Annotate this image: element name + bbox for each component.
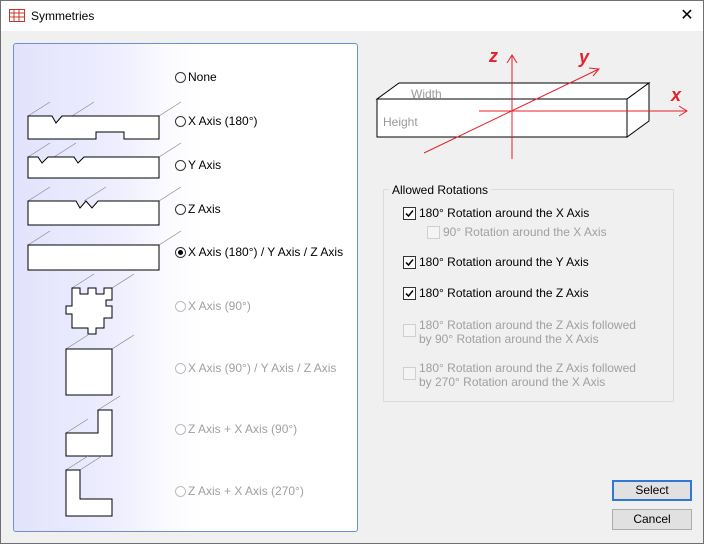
checkbox-box: [403, 324, 416, 337]
checkbox-label: 90° Rotation around the X Axis: [443, 225, 607, 239]
z-x-90-illustration: [65, 395, 121, 457]
radio-x-axis-90[interactable]: X Axis (90°): [175, 299, 251, 313]
x-axis-90-illustration: [65, 273, 135, 335]
cancel-button[interactable]: Cancel: [612, 509, 692, 530]
radio-label: X Axis (180°): [188, 114, 258, 128]
checkbox-label: 180° Rotation around the Z Axis followed…: [419, 318, 636, 346]
radio-x-axis-180[interactable]: X Axis (180°): [175, 114, 258, 128]
box-front: [376, 98, 628, 138]
x-axis-90-yz-illustration: [65, 334, 135, 396]
z-arrow-icon: [506, 54, 518, 64]
radio-none[interactable]: None: [175, 70, 217, 84]
checkbox-label: 180° Rotation around the Y Axis: [419, 255, 589, 269]
cb-90-x[interactable]: 90° Rotation around the X Axis: [427, 225, 607, 239]
window-title: Symmetries: [31, 9, 95, 23]
checkbox-label: 180° Rotation around the Z Axis: [419, 286, 589, 300]
all-axes-illustration: [27, 230, 182, 271]
checkbox-label: 180° Rotation around the Z Axis followed…: [419, 361, 636, 389]
checkbox-box: [403, 287, 416, 300]
z-x-270-illustration: [65, 455, 113, 517]
radio-z-x-90[interactable]: Z Axis + X Axis (90°): [175, 422, 297, 436]
radio-indicator: [175, 203, 186, 215]
cb-180-z-270-x[interactable]: 180° Rotation around the Z Axis followed…: [403, 361, 643, 389]
radio-indicator: [175, 115, 186, 127]
checkbox-box: [427, 226, 440, 239]
radio-indicator: [175, 71, 186, 83]
radio-z-x-270[interactable]: Z Axis + X Axis (270°): [175, 484, 304, 498]
cb-180-y[interactable]: 180° Rotation around the Y Axis: [403, 255, 589, 269]
radio-label: Y Axis: [188, 158, 222, 172]
checkbox-box: [403, 367, 416, 380]
radio-indicator: [175, 300, 186, 312]
check-icon: [405, 210, 414, 218]
allowed-rotations-group: [383, 189, 674, 402]
checkbox-box: [403, 207, 416, 220]
width-label: Width: [411, 87, 442, 101]
radio-label: None: [188, 70, 217, 84]
radio-indicator: [175, 485, 186, 497]
title-bar: Symmetries ✕: [1, 1, 703, 31]
y-axis-label: y: [578, 47, 590, 67]
radio-indicator: [175, 362, 186, 374]
x-arrow-icon: [678, 105, 688, 117]
y-arrow-icon: [588, 67, 601, 77]
cb-180-z[interactable]: 180° Rotation around the Z Axis: [403, 286, 589, 300]
radio-y-axis[interactable]: Y Axis: [175, 158, 221, 172]
cb-180-x[interactable]: 180° Rotation around the X Axis: [403, 206, 589, 220]
radio-x-90-y-z[interactable]: X Axis (90°) / Y Axis / Z Axis: [175, 361, 336, 375]
axis-diagram: Width Height z y x: [375, 46, 688, 159]
close-button[interactable]: ✕: [675, 5, 699, 27]
height-label: Height: [383, 115, 418, 129]
radio-indicator: [175, 423, 186, 435]
axes: [423, 54, 688, 159]
radio-x-180-y-z[interactable]: X Axis (180°) / Y Axis / Z Axis: [175, 245, 343, 259]
select-button[interactable]: Select: [612, 480, 692, 501]
radio-label: X Axis (90°): [188, 299, 251, 313]
check-icon: [405, 259, 414, 267]
radio-label: X Axis (180°) / Y Axis / Z Axis: [188, 245, 344, 259]
radio-label: X Axis (90°) / Y Axis / Z Axis: [188, 361, 337, 375]
check-icon: [405, 290, 414, 298]
close-icon: ✕: [680, 7, 694, 24]
y-axis-illustration: [27, 142, 182, 179]
symmetry-illustrations: [27, 101, 182, 517]
radio-z-axis[interactable]: Z Axis: [175, 202, 221, 216]
cb-180-z-90-x[interactable]: 180° Rotation around the Z Axis followed…: [403, 318, 643, 346]
symmetry-panel: None X Axis (180°) Y Axis Z Axis X Axis …: [13, 43, 358, 532]
x-axis-label: x: [670, 85, 682, 105]
radio-label: Z Axis: [188, 202, 221, 216]
radio-label: Z Axis + X Axis (90°): [188, 422, 298, 436]
allowed-rotations-title: Allowed Rotations: [389, 183, 492, 197]
radio-label: Z Axis + X Axis (270°): [188, 484, 304, 498]
z-axis-label: z: [488, 46, 498, 66]
radio-indicator: [175, 246, 186, 258]
z-axis-illustration: [27, 186, 182, 226]
radio-indicator: [175, 159, 186, 171]
app-icon: [9, 9, 25, 22]
checkbox-box: [403, 256, 416, 269]
x-axis-180-illustration: [27, 101, 182, 140]
checkbox-label: 180° Rotation around the X Axis: [419, 206, 590, 220]
